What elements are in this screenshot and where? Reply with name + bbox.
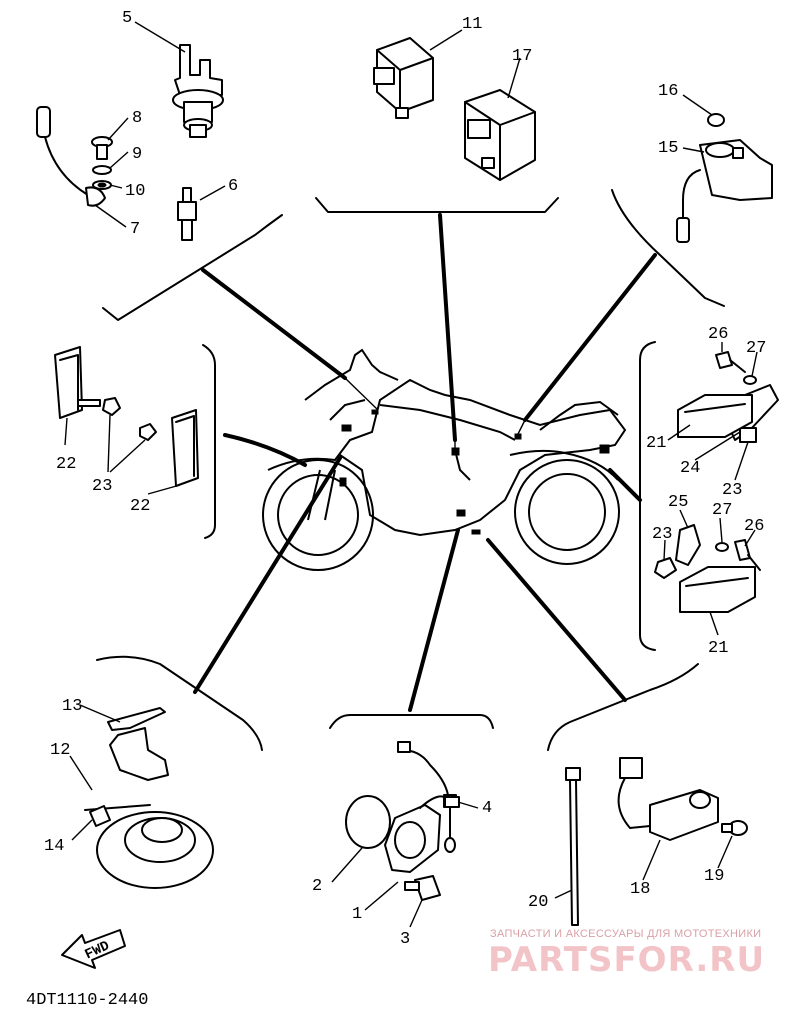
part-2-gasket: [345, 795, 391, 849]
group-brackets: [96, 189, 725, 751]
motorcycle-outline: [262, 348, 627, 571]
part-22-reflector: [54, 346, 83, 419]
callout-8: 8: [132, 109, 142, 128]
callout-25: 25: [668, 493, 688, 512]
part-10-washer: [92, 180, 112, 190]
callout-7: 7: [130, 220, 140, 239]
part-4-connector: [444, 796, 460, 808]
callout-19: 19: [704, 867, 724, 886]
callout-9: 9: [132, 145, 142, 164]
callout-12: 12: [50, 741, 70, 760]
callout-15: 15: [658, 139, 678, 158]
callout-20: 20: [528, 893, 548, 912]
callout-24: 24: [680, 459, 700, 478]
callout-3: 3: [400, 930, 410, 949]
part-27-washer: [715, 375, 757, 552]
callout-leaders: [64, 21, 758, 928]
part-17-relay: [464, 89, 536, 181]
part-15-sensor: [676, 139, 773, 243]
callout-14: 14: [44, 837, 64, 856]
callout-6: 6: [228, 177, 238, 196]
part-21-reflector: [677, 394, 756, 613]
callout-23-right-bottom: 23: [652, 525, 672, 544]
callout-27-bottom: 27: [712, 501, 732, 520]
part-20-band: [565, 767, 581, 926]
part-26-bolt: [715, 351, 761, 571]
part-25-bracket: [654, 524, 701, 579]
callout-26-top: 26: [708, 325, 728, 344]
diagram-code: 4DT1110-2440: [26, 991, 149, 1010]
part-22-reflector-b: [171, 409, 199, 487]
callout-18: 18: [630, 880, 650, 899]
part-18-unit: [617, 757, 719, 841]
fwd-arrow-icon: FWD: [61, 929, 126, 969]
watermark-brand: PARTSFOR.RU: [488, 940, 766, 980]
callout-21-top: 21: [646, 434, 666, 453]
callout-22-left: 22: [56, 455, 76, 474]
part-7-wire-lead: [36, 106, 106, 207]
callout-23-right-top: 23: [722, 481, 742, 500]
callout-27-top: 27: [746, 339, 766, 358]
callout-1: 1: [352, 905, 362, 924]
callout-4: 4: [482, 799, 492, 818]
callout-16: 16: [658, 82, 678, 101]
part-5-neutral-switch: [172, 44, 224, 138]
part-19-bolt: [721, 820, 748, 836]
callout-21-bottom: 21: [708, 639, 728, 658]
part-8-screw: [91, 136, 113, 160]
callout-2: 2: [312, 877, 322, 896]
part-12-horn: [84, 804, 214, 889]
part-3-bolt: [404, 875, 441, 901]
part-6-switch: [177, 187, 197, 241]
leader-lines: [193, 213, 657, 712]
part-11-relay: [373, 37, 434, 119]
callout-5: 5: [122, 9, 132, 28]
callout-labels: 5 11 17 8 9 10 7 6 16 15 26 27 22 23 22 …: [44, 9, 766, 949]
part-14-bolt: [89, 805, 111, 827]
watermark-subtitle: ЗАПЧАСТИ И АКСЕССУАРЫ ДЛЯ МОТОТЕХНИКИ: [490, 928, 762, 940]
callout-26-bottom: 26: [744, 517, 764, 536]
callout-11: 11: [462, 15, 482, 34]
callout-22-mid: 22: [130, 497, 150, 516]
callout-13: 13: [62, 697, 82, 716]
part-13-bracket: [107, 707, 169, 781]
part-9-washer: [92, 165, 112, 175]
callout-23-left: 23: [92, 477, 112, 496]
part-23-nut: [77, 397, 157, 441]
callout-10: 10: [125, 182, 145, 201]
callout-17: 17: [512, 47, 532, 66]
part-16-cap: [707, 113, 725, 127]
